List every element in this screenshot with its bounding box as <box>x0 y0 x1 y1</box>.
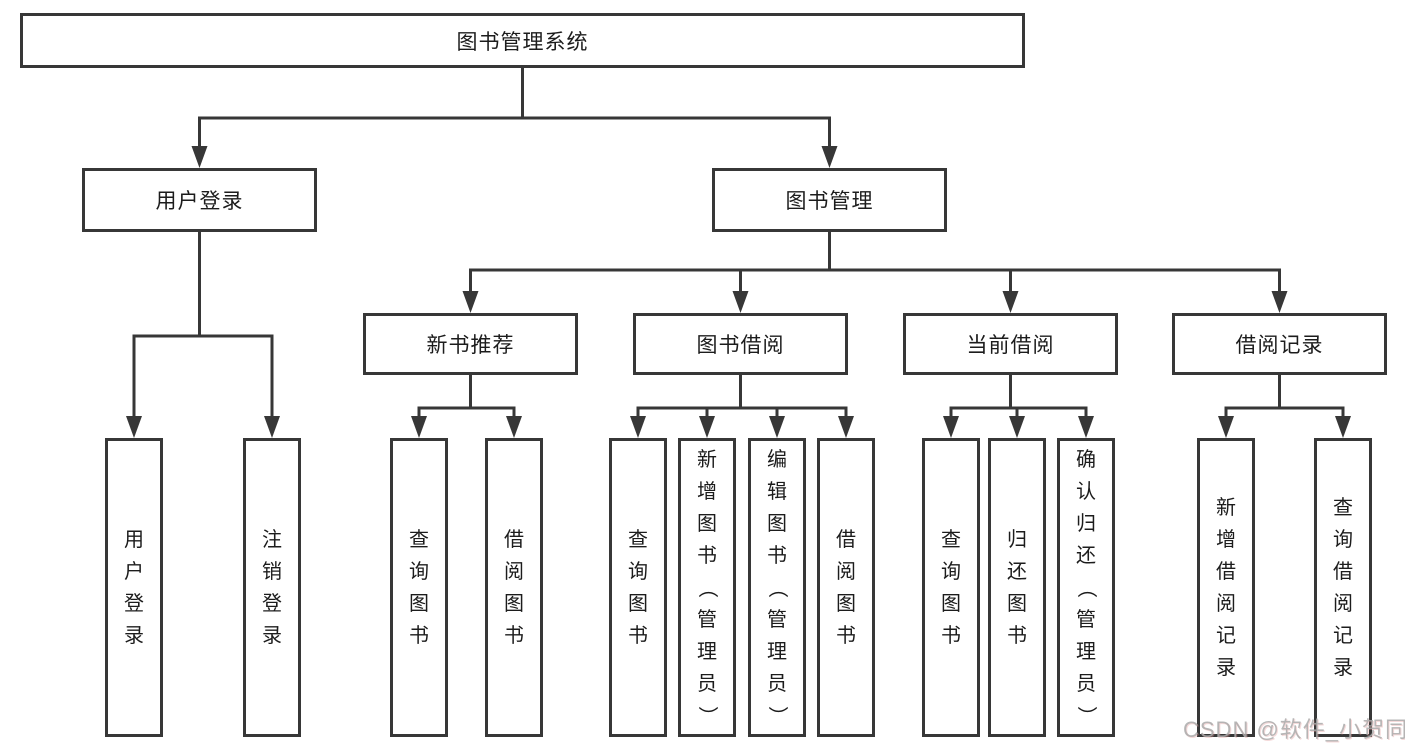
leaf-return-books: 归还图书 <box>988 438 1046 737</box>
leaf-confirm-return-admin: 确认归还（管理员） <box>1057 438 1115 737</box>
leaf-borrow-books-recommend: 借阅图书 <box>485 438 543 737</box>
node-book-borrowing: 图书借阅 <box>633 313 848 375</box>
node-book-management: 图书管理 <box>712 168 947 232</box>
leaf-borrow-books-borrowing: 借阅图书 <box>817 438 875 737</box>
leaf-logout: 注销登录 <box>243 438 301 737</box>
leaf-query-books-borrowing: 查询图书 <box>609 438 667 737</box>
node-library-management-system: 图书管理系统 <box>20 13 1025 68</box>
leaf-edit-book-admin: 编辑图书（管理员） <box>748 438 806 737</box>
node-current-borrowing: 当前借阅 <box>903 313 1118 375</box>
leaf-user-login: 用户登录 <box>105 438 163 737</box>
node-new-book-recommendation: 新书推荐 <box>363 313 578 375</box>
node-borrowing-records: 借阅记录 <box>1172 313 1387 375</box>
leaf-query-borrow-record: 查询借阅记录 <box>1314 438 1372 737</box>
watermark: CSDN @软件_小贺同学 <box>1183 717 1405 742</box>
leaf-query-books-current: 查询图书 <box>922 438 980 737</box>
leaf-add-borrow-record: 新增借阅记录 <box>1197 438 1255 737</box>
node-user-login: 用户登录 <box>82 168 317 232</box>
leaf-query-books-recommend: 查询图书 <box>390 438 448 737</box>
leaf-add-book-admin: 新增图书（管理员） <box>678 438 736 737</box>
